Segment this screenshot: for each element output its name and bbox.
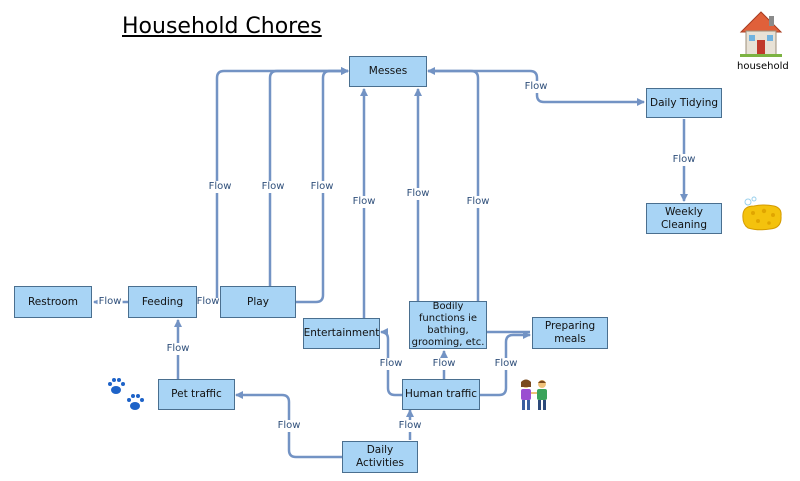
edge-feeding-messes xyxy=(215,67,349,298)
people-icon xyxy=(521,379,547,410)
node-restroom[interactable]: Restroom xyxy=(14,286,92,318)
edge-label: Flow xyxy=(465,196,491,208)
edge-label: Flow xyxy=(207,181,233,193)
node-preparing-meals[interactable]: Preparing meals xyxy=(532,317,608,349)
edge-label: Flow xyxy=(276,420,302,432)
edge-human-entertainment xyxy=(380,328,402,397)
edge-label: Flow xyxy=(196,296,220,307)
node-feeding[interactable]: Feeding xyxy=(128,286,197,318)
edge-label: Flow xyxy=(351,196,377,208)
edge-label: Flow xyxy=(309,181,335,193)
edge-label: Flow xyxy=(523,81,549,93)
node-daily-activities[interactable]: Daily Activities xyxy=(342,441,418,473)
house-icon xyxy=(739,11,783,57)
edge-play-messes xyxy=(264,67,349,300)
household-icon-label: household xyxy=(737,61,789,72)
node-bodily-functions[interactable]: Bodily functions ie bathing, grooming, e… xyxy=(409,301,487,349)
sponge-icon xyxy=(742,196,782,231)
edge-label: Flow xyxy=(493,358,519,370)
page-title: Household Chores xyxy=(122,14,322,39)
node-weekly-cleaning[interactable]: Weekly Cleaning xyxy=(646,203,722,234)
edge-label: Flow xyxy=(397,420,423,432)
edge-label: Flow xyxy=(671,154,697,166)
edge-label: Flow xyxy=(165,343,191,355)
node-play[interactable]: Play xyxy=(220,286,296,318)
node-human-traffic[interactable]: Human traffic xyxy=(402,379,480,410)
node-daily-tidying[interactable]: Daily Tidying xyxy=(646,88,722,118)
edge-label: Flow xyxy=(405,188,431,200)
paw-prints-icon xyxy=(108,378,144,410)
edge-label: Flow xyxy=(378,358,404,370)
edge-label: Flow xyxy=(431,358,457,370)
node-entertainment[interactable]: Entertainment xyxy=(303,318,380,349)
node-messes[interactable]: Messes xyxy=(349,56,427,87)
edge-label: Flow xyxy=(97,296,123,308)
edge-label: Flow xyxy=(260,181,286,193)
node-pet-traffic[interactable]: Pet traffic xyxy=(158,379,235,410)
